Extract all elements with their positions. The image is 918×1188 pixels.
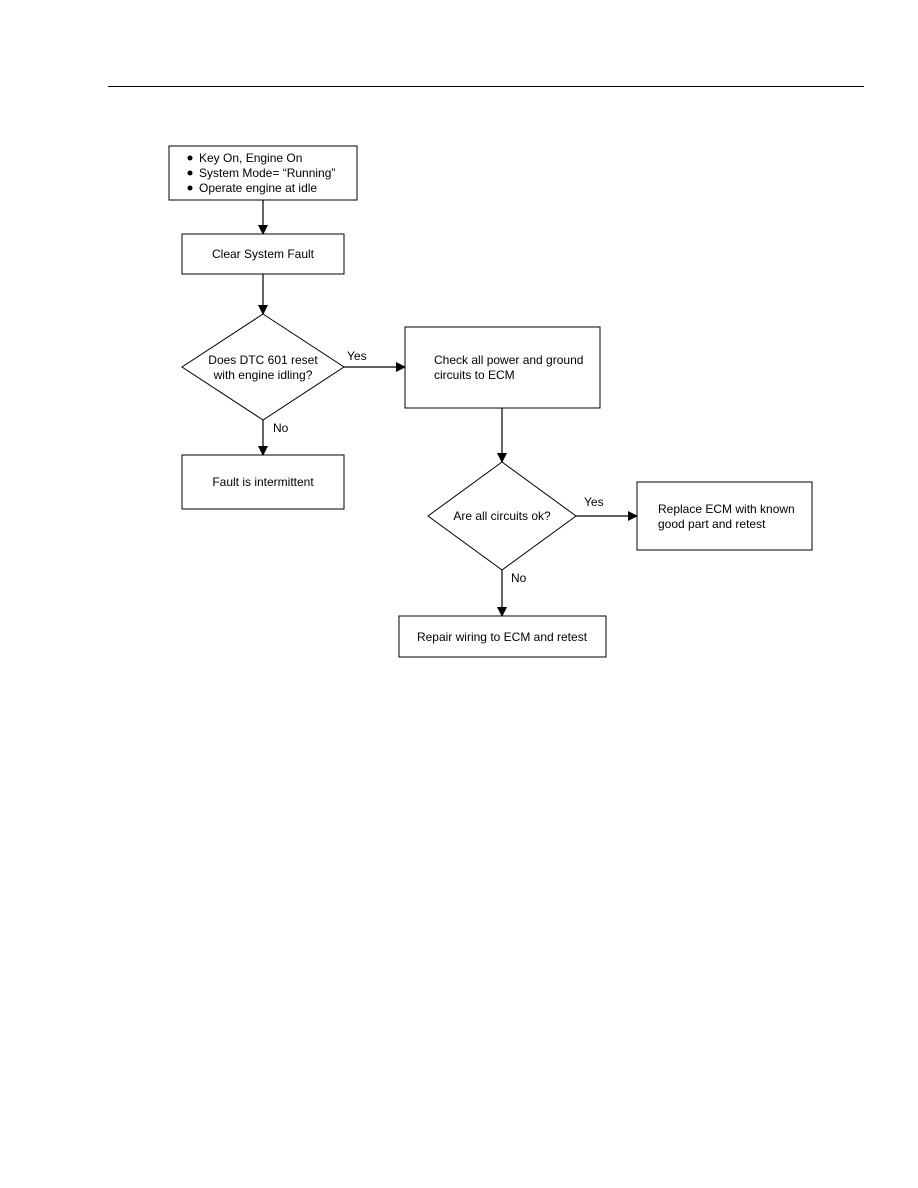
- decision-circuits-diamond: Are all circuits ok?: [427, 461, 577, 571]
- decision-dtc-line-1: Does DTC 601 reset: [208, 353, 318, 367]
- decision-circuits-label: Are all circuits ok?: [453, 509, 551, 523]
- intermittent-box: Fault is intermittent: [181, 454, 345, 510]
- check-power-box: Check all power and ground circuits to E…: [404, 326, 601, 409]
- bullet-icon: [187, 170, 193, 176]
- check-power-line-1: Check all power and ground: [434, 353, 583, 367]
- check-power-line-2: circuits to ECM: [434, 368, 515, 382]
- start-box: Key On, Engine On System Mode= “Running”…: [168, 145, 358, 201]
- label-dtc-yes: Yes: [347, 349, 367, 363]
- replace-ecm-box: Replace ECM with known good part and ret…: [636, 481, 813, 551]
- decision-dtc-diamond: Does DTC 601 reset with engine idling?: [181, 313, 345, 421]
- label-dtc-no: No: [273, 421, 289, 435]
- intermittent-label: Fault is intermittent: [212, 475, 314, 489]
- clear-fault-box: Clear System Fault: [181, 233, 345, 275]
- start-bullet-2: System Mode= “Running”: [199, 166, 335, 180]
- decision-dtc-line-2: with engine idling?: [213, 368, 313, 382]
- clear-fault-label: Clear System Fault: [212, 247, 315, 261]
- repair-wiring-box: Repair wiring to ECM and retest: [398, 615, 607, 658]
- replace-ecm-line-1: Replace ECM with known: [658, 502, 795, 516]
- bullet-icon: [187, 185, 193, 191]
- start-bullet-1: Key On, Engine On: [199, 151, 302, 165]
- bullet-icon: [187, 155, 193, 161]
- label-circuits-no: No: [511, 571, 527, 585]
- label-circuits-yes: Yes: [584, 495, 604, 509]
- header-rule: [108, 86, 864, 87]
- replace-ecm-line-2: good part and retest: [658, 517, 766, 531]
- repair-wiring-label: Repair wiring to ECM and retest: [417, 630, 588, 644]
- start-bullet-3: Operate engine at idle: [199, 181, 317, 195]
